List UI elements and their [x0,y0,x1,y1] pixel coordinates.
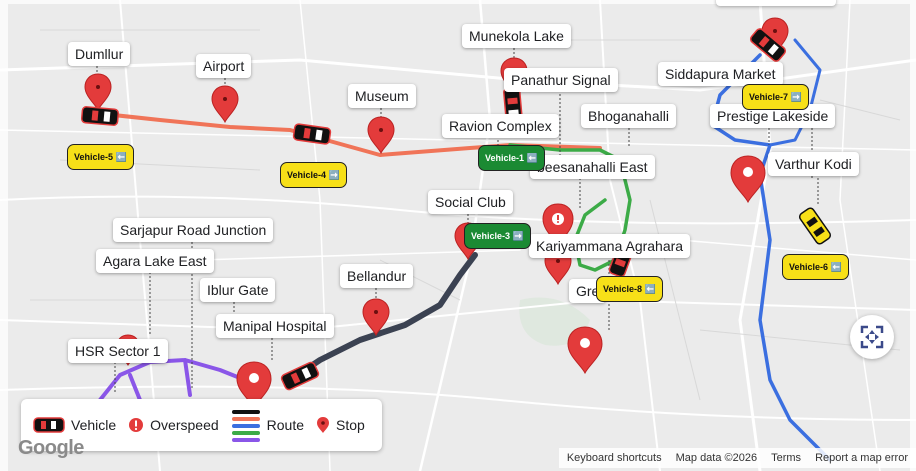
alert-icon [129,418,144,432]
stop-pin-varthur [730,155,766,204]
place-label-airport[interactable]: Airport [196,54,252,78]
route-lines-icon [231,410,260,442]
route-dark [287,252,478,383]
map-footer: Keyboard shortcuts Map data ©2026 Terms … [0,448,916,471]
footer-links: Keyboard shortcuts Map data ©2026 Terms … [558,448,916,468]
vehicle-icon-6 [798,207,832,245]
place-label-bhoganahalli[interactable]: Bhoganahalli [581,104,676,128]
place-label-hsr-sector-1[interactable]: HSR Sector 1 [68,339,168,363]
top-label-fragment [716,0,836,6]
terms-link[interactable]: Terms [771,452,802,464]
stop-pin-gre [567,326,603,375]
stop-pin-bellandur [362,298,390,337]
place-label-panathur-signal[interactable]: Panathur Signal [504,68,618,92]
vehicle-icon-5 [80,106,120,126]
place-label-social-club[interactable]: Social Club [428,190,513,214]
place-label-siddapura-market[interactable]: Siddapura Market [658,62,783,86]
route-purple [98,358,247,402]
vehicle-badge-4[interactable]: Vehicle-4 ➡️ [280,162,347,188]
recenter-button-icon [860,325,884,349]
legend-route: Route [231,407,304,443]
legend-route-label: Route [266,417,304,433]
legend-vehicle: Vehicle [33,416,116,434]
vehicle-badge-6[interactable]: Vehicle-6 ⬅️ [782,254,849,280]
recenter-button[interactable] [850,315,894,359]
place-label-varthur-kodi[interactable]: Varthur Kodi [768,152,859,176]
stop-pin-manipal [236,361,272,410]
vehicle-icon-4 [292,123,332,145]
vehicle-badge-8[interactable]: Vehicle-8 ⬅️ [596,276,663,302]
legend-vehicle-label: Vehicle [71,417,117,433]
place-label-bellandur[interactable]: Bellandur [340,264,414,288]
route-blue [710,53,832,462]
map-data-text: Map data ©2026 [675,452,758,464]
stop-pin-airport [211,85,239,124]
map-pin-icon [317,417,329,433]
vehicle-badge-7[interactable]: Vehicle-7 ➡️ [742,84,809,110]
place-label-dumllur[interactable]: Dumllur [68,42,131,66]
place-label-beesanahalli-east[interactable]: beesanahalli East [530,155,655,179]
place-label-sarjapur-road-junction[interactable]: Sarjapur Road Junction [113,218,274,242]
place-label-munekola-lake[interactable]: Munekola Lake [462,24,571,48]
car-top-icon [33,417,65,433]
legend-stop-label: Stop [336,417,365,433]
vehicle-icon-7 [749,28,787,62]
stop-pin-museum [367,116,395,155]
vehicle-markers [80,28,832,391]
place-label-kariyammana-agrahara[interactable]: Kariyammana Agrahara [529,234,691,258]
vehicle-badge-1[interactable]: Vehicle-1 ⬅️ [478,145,545,171]
place-label-museum[interactable]: Museum [348,84,416,108]
place-label-manipal-hospital[interactable]: Manipal Hospital [216,314,334,338]
vehicle-badge-5[interactable]: Vehicle-5 ⬅️ [67,144,134,170]
keyboard-shortcuts-link[interactable]: Keyboard shortcuts [566,452,662,464]
legend-overspeed: Overspeed [128,417,219,433]
place-label-iblur-gate[interactable]: Iblur Gate [200,278,276,302]
legend-overspeed-label: Overspeed [150,417,219,433]
google-logo: Google [18,437,84,459]
place-label-ravion-complex[interactable]: Ravion Complex [442,114,559,138]
vehicle-icon-manipal [280,361,320,391]
map-legend: Vehicle Overspeed Route [21,399,382,451]
report-map-error-link[interactable]: Report a map error [815,452,908,464]
vehicle-badge-3[interactable]: Vehicle-3 ➡️ [464,223,531,249]
legend-stop: Stop [316,416,365,434]
place-label-agara-lake-east[interactable]: Agara Lake East [96,249,214,273]
